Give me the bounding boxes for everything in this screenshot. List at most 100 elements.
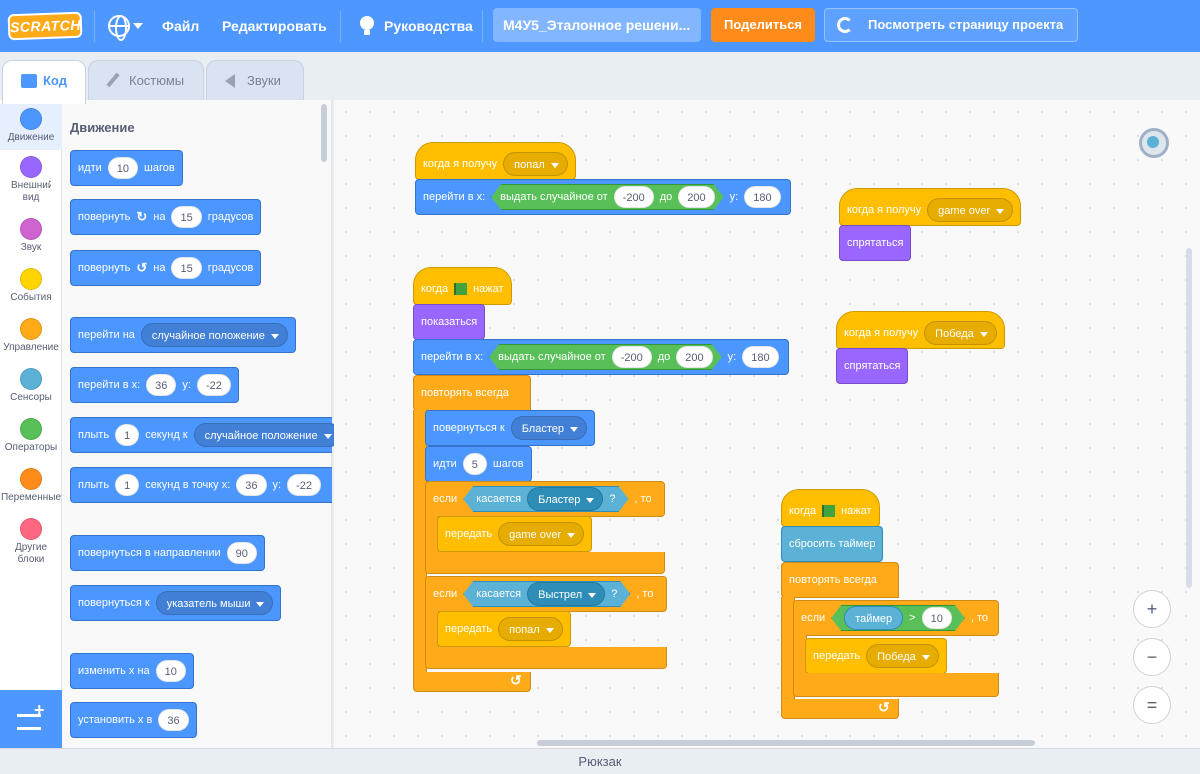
point-towards-block[interactable]: повернуться к Бластер — [425, 410, 595, 446]
y-input[interactable]: -22 — [287, 474, 321, 496]
category-sensing[interactable]: Сенсоры — [0, 368, 62, 404]
goto-block[interactable]: перейти на случайное положение — [70, 317, 296, 353]
broadcast-dropdown[interactable]: Победа — [866, 644, 939, 668]
seconds-input[interactable]: 1 — [115, 474, 140, 496]
hide-block[interactable]: спрятаться — [836, 348, 909, 384]
point-direction-block[interactable]: повернуться в направлении 90 — [70, 535, 265, 571]
goto-xy-block[interactable]: перейти в x: выдать случайное от -200 до… — [413, 339, 789, 375]
if-then-block[interactable]: если касается Бластер ? , то — [425, 481, 665, 517]
broadcast-dropdown[interactable]: game over — [498, 522, 585, 546]
random-from-input[interactable]: -200 — [612, 346, 652, 368]
share-button[interactable]: Поделиться — [711, 8, 815, 42]
when-i-receive-hat[interactable]: когда я получу game over — [839, 188, 1022, 226]
broadcast-block[interactable]: передать game over — [437, 516, 593, 552]
category-motion[interactable]: Движение — [0, 104, 62, 150]
file-menu[interactable]: Файл — [162, 18, 200, 34]
glide-block[interactable]: плыть 1 секунд к случайное положение — [70, 417, 341, 453]
scratch-logo[interactable]: SCRATCH — [7, 11, 83, 41]
when-i-receive-hat[interactable]: когда я получу Победа — [836, 311, 1005, 349]
point-towards-block[interactable]: повернуться к указатель мыши — [70, 585, 282, 621]
reset-timer-block[interactable]: сбросить таймер — [781, 526, 884, 562]
goto-target-dropdown[interactable]: случайное положение — [140, 323, 288, 347]
language-globe-icon[interactable] — [108, 15, 130, 41]
random-from-input[interactable]: -200 — [614, 186, 654, 208]
set-x-block[interactable]: установить х в 36 — [70, 702, 197, 738]
when-flag-clicked-hat[interactable]: когда нажат — [781, 489, 880, 527]
touching-dropdown[interactable]: Бластер — [527, 487, 603, 511]
pick-random-reporter[interactable]: выдать случайное от -200 до 200 — [491, 184, 724, 210]
add-extension-button[interactable] — [0, 690, 62, 748]
category-events[interactable]: События — [0, 268, 62, 304]
chevron-down-icon[interactable] — [133, 23, 143, 29]
show-block[interactable]: показаться — [413, 304, 486, 340]
touching-dropdown[interactable]: Выстрел — [527, 582, 605, 606]
touching-reporter[interactable]: касается Выстрел ? — [463, 581, 630, 607]
broadcast-block[interactable]: передать Победа — [805, 638, 947, 674]
x-value-input[interactable]: 36 — [158, 709, 189, 731]
seconds-input[interactable]: 1 — [115, 424, 140, 446]
message-dropdown[interactable]: game over — [927, 198, 1014, 222]
tab-costumes[interactable]: Костюмы — [88, 60, 204, 102]
x-input[interactable]: 36 — [236, 474, 267, 496]
category-looks[interactable]: Внешний вид — [0, 156, 62, 204]
category-my-blocks[interactable]: Другие блоки — [0, 518, 62, 566]
message-dropdown[interactable]: Победа — [924, 321, 997, 345]
message-dropdown[interactable]: попал — [503, 152, 568, 176]
timer-reporter[interactable]: таймер — [844, 606, 903, 630]
if-then-block[interactable]: если касается Выстрел ? , то — [425, 576, 667, 612]
y-input[interactable]: -22 — [196, 374, 231, 396]
move-steps-block[interactable]: идти 10 шагов — [70, 150, 183, 186]
tab-code[interactable]: Код — [2, 60, 86, 104]
degrees-input[interactable]: 15 — [171, 206, 202, 228]
script-area-horizontal-scrollbar[interactable] — [537, 740, 1035, 746]
forever-block[interactable]: повторять всегда — [781, 562, 899, 598]
category-variables[interactable]: Переменные — [0, 468, 62, 504]
glide-xy-block[interactable]: плыть 1 секунд в точку x: 36 y: -22 — [70, 467, 332, 503]
broadcast-block[interactable]: передать попал — [437, 611, 571, 647]
category-sound[interactable]: Звук — [0, 218, 62, 254]
tutorials-button[interactable]: Руководства — [384, 18, 473, 34]
category-operators[interactable]: Операторы — [0, 418, 62, 454]
palette-scrollbar[interactable] — [321, 104, 327, 162]
move-steps-block[interactable]: идти 5 шагов — [425, 446, 532, 482]
if-then-block[interactable]: если таймер > 10 , то — [793, 600, 999, 636]
towards-dropdown[interactable]: Бластер — [510, 416, 587, 440]
touching-reporter[interactable]: касается Бластер ? — [463, 486, 628, 512]
x-change-input[interactable]: 10 — [155, 660, 186, 682]
goto-xy-block[interactable]: перейти в x: выдать случайное от -200 до… — [415, 179, 791, 215]
hide-block[interactable]: спрятаться — [839, 225, 912, 261]
zoom-reset-button[interactable]: = — [1133, 686, 1171, 724]
glide-target-dropdown[interactable]: случайное положение — [193, 423, 341, 447]
edit-menu[interactable]: Редактировать — [222, 18, 327, 34]
pick-random-reporter[interactable]: выдать случайное от -200 до 200 — [489, 344, 722, 370]
category-control[interactable]: Управление — [0, 318, 62, 354]
y-input[interactable]: 180 — [742, 346, 779, 368]
zoom-in-button[interactable]: + — [1133, 590, 1171, 628]
goto-xy-block[interactable]: перейти в x: 36 y: -22 — [70, 367, 239, 403]
x-input[interactable]: 36 — [146, 374, 177, 396]
compare-value-input[interactable]: 10 — [922, 607, 952, 629]
direction-input[interactable]: 90 — [226, 542, 257, 564]
see-project-page-button[interactable]: Посмотреть страницу проекта — [824, 8, 1078, 42]
greater-than-reporter[interactable]: таймер > 10 — [831, 605, 965, 631]
towards-dropdown[interactable]: указатель мыши — [155, 591, 274, 615]
project-title-input[interactable]: М4У5_Эталонное решени... — [493, 8, 701, 42]
when-flag-clicked-hat[interactable]: когда нажат — [413, 267, 512, 305]
random-to-input[interactable]: 200 — [678, 186, 714, 208]
steps-input[interactable]: 5 — [462, 453, 487, 475]
when-i-receive-hat[interactable]: когда я получу попал — [415, 142, 576, 180]
lightbulb-icon[interactable] — [360, 16, 374, 35]
broadcast-dropdown[interactable]: попал — [498, 617, 563, 641]
degrees-input[interactable]: 15 — [171, 257, 202, 279]
script-area-vertical-scrollbar[interactable] — [1186, 248, 1192, 588]
y-input[interactable]: 180 — [744, 186, 781, 208]
turn-left-block[interactable]: повернуть ↺ на 15 градусов — [70, 250, 262, 286]
tab-sounds[interactable]: Звуки — [206, 60, 304, 102]
change-x-block[interactable]: изменить х на 10 — [70, 653, 194, 689]
steps-input[interactable]: 10 — [107, 157, 138, 179]
random-to-input[interactable]: 200 — [676, 346, 712, 368]
turn-right-block[interactable]: повернуть ↻ на 15 градусов — [70, 199, 262, 235]
zoom-out-button[interactable]: − — [1133, 638, 1171, 676]
forever-block[interactable]: повторять всегда — [413, 375, 531, 411]
backpack-bar[interactable]: Рюкзак — [0, 748, 1200, 774]
